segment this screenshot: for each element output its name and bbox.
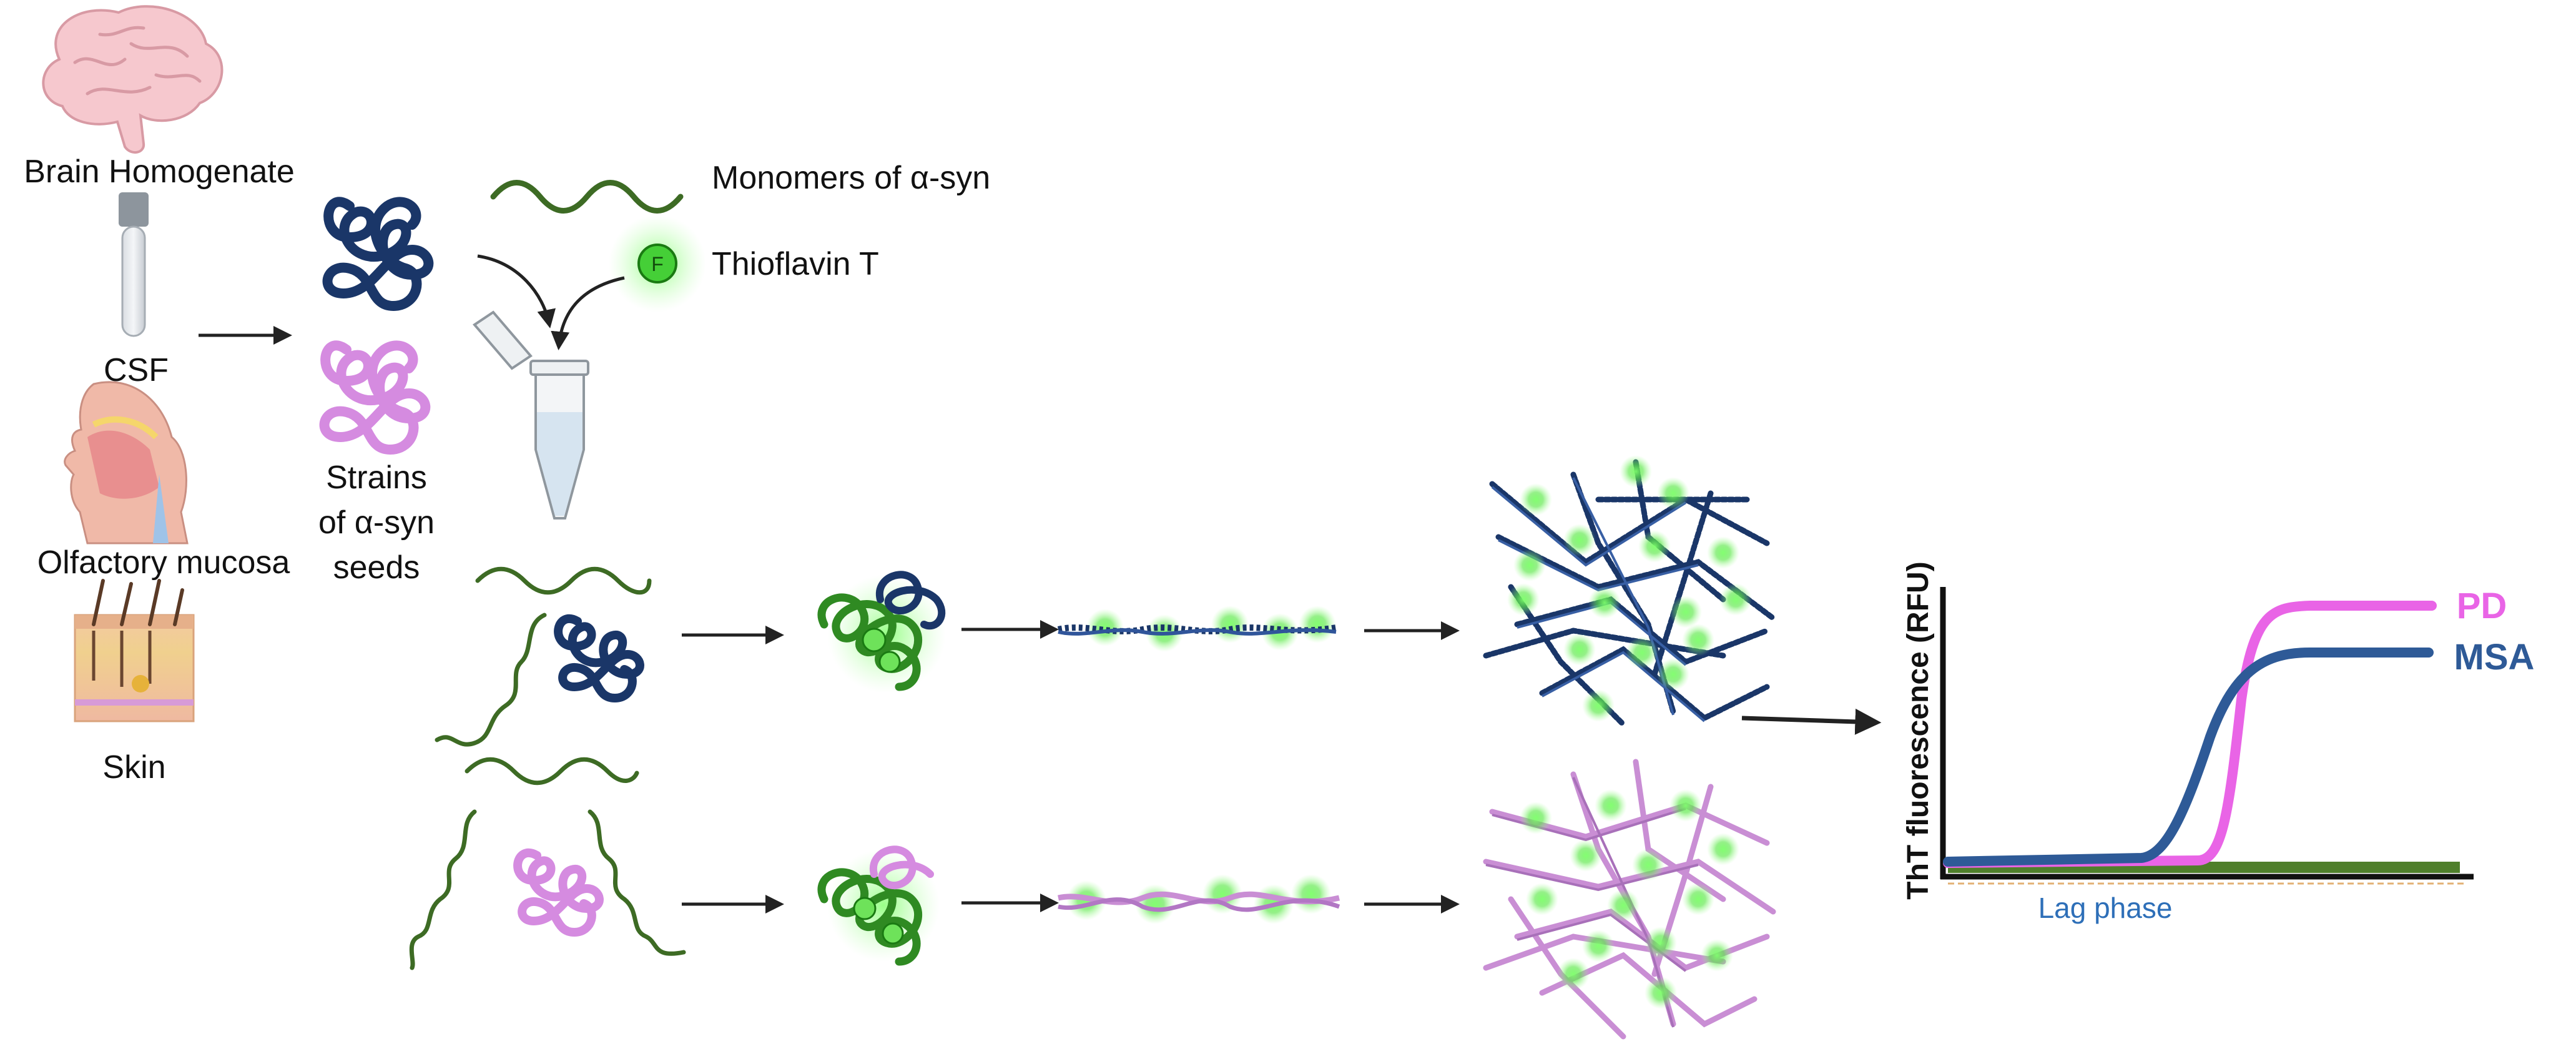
seeds-label-line1: Strains [326, 460, 427, 496]
row2-monomer-top [465, 757, 639, 786]
monomers-label: Monomers of α-syn [712, 160, 990, 196]
legend-label-msa: MSA [2454, 637, 2535, 677]
row1-fibril-network [1483, 455, 1776, 727]
svg-text:F: F [651, 253, 664, 275]
row2-seeded-aggregate [817, 845, 940, 966]
row1-fibril [1057, 606, 1337, 652]
row1-seed [554, 614, 644, 702]
reaction-tube-icon [473, 310, 589, 520]
row2-monomer-left [409, 809, 477, 970]
skin-icon [74, 579, 195, 722]
row1-monomer-left [435, 613, 547, 747]
row2-fibril-network [1483, 759, 1776, 1040]
row2-seed [513, 849, 604, 937]
chart-lag-label: Lag phase [2038, 892, 2173, 924]
thioflavin-label: Thioflavin T [712, 246, 879, 282]
arrow-tht-to-tube [551, 276, 625, 350]
olfactory-head-icon [64, 381, 189, 544]
row2-monomer-right [587, 809, 686, 956]
seeds-label-line3: seeds [333, 549, 420, 586]
source-label-brain: Brain Homogenate [24, 154, 295, 190]
arrow-to-chart [1741, 708, 1882, 735]
csf-tube-icon [119, 192, 149, 337]
source-label-olfactory: Olfactory mucosa [37, 544, 290, 581]
legend-label-pd: PD [2457, 586, 2507, 626]
arrow-monomer-to-tube [477, 254, 556, 328]
series-line-pd [1943, 601, 2437, 868]
seed-strain-navy [322, 197, 434, 311]
brain-icon [42, 5, 224, 154]
seeds-label-line2: of α-syn [318, 505, 435, 541]
source-label-skin: Skin [102, 749, 165, 786]
thioflavin-icon: F [609, 215, 706, 312]
row1-seeded-aggregate [817, 571, 946, 693]
row2-fibril [1058, 874, 1340, 924]
chart-ylabel: ThT fluorescence (RFU) [1902, 561, 1935, 899]
kinetics-chart [1940, 587, 2474, 885]
row1-monomer-top [475, 566, 652, 595]
series-line-msa [1943, 648, 2434, 867]
monomer-wave-icon [490, 180, 684, 214]
seed-strain-pink [319, 340, 431, 455]
